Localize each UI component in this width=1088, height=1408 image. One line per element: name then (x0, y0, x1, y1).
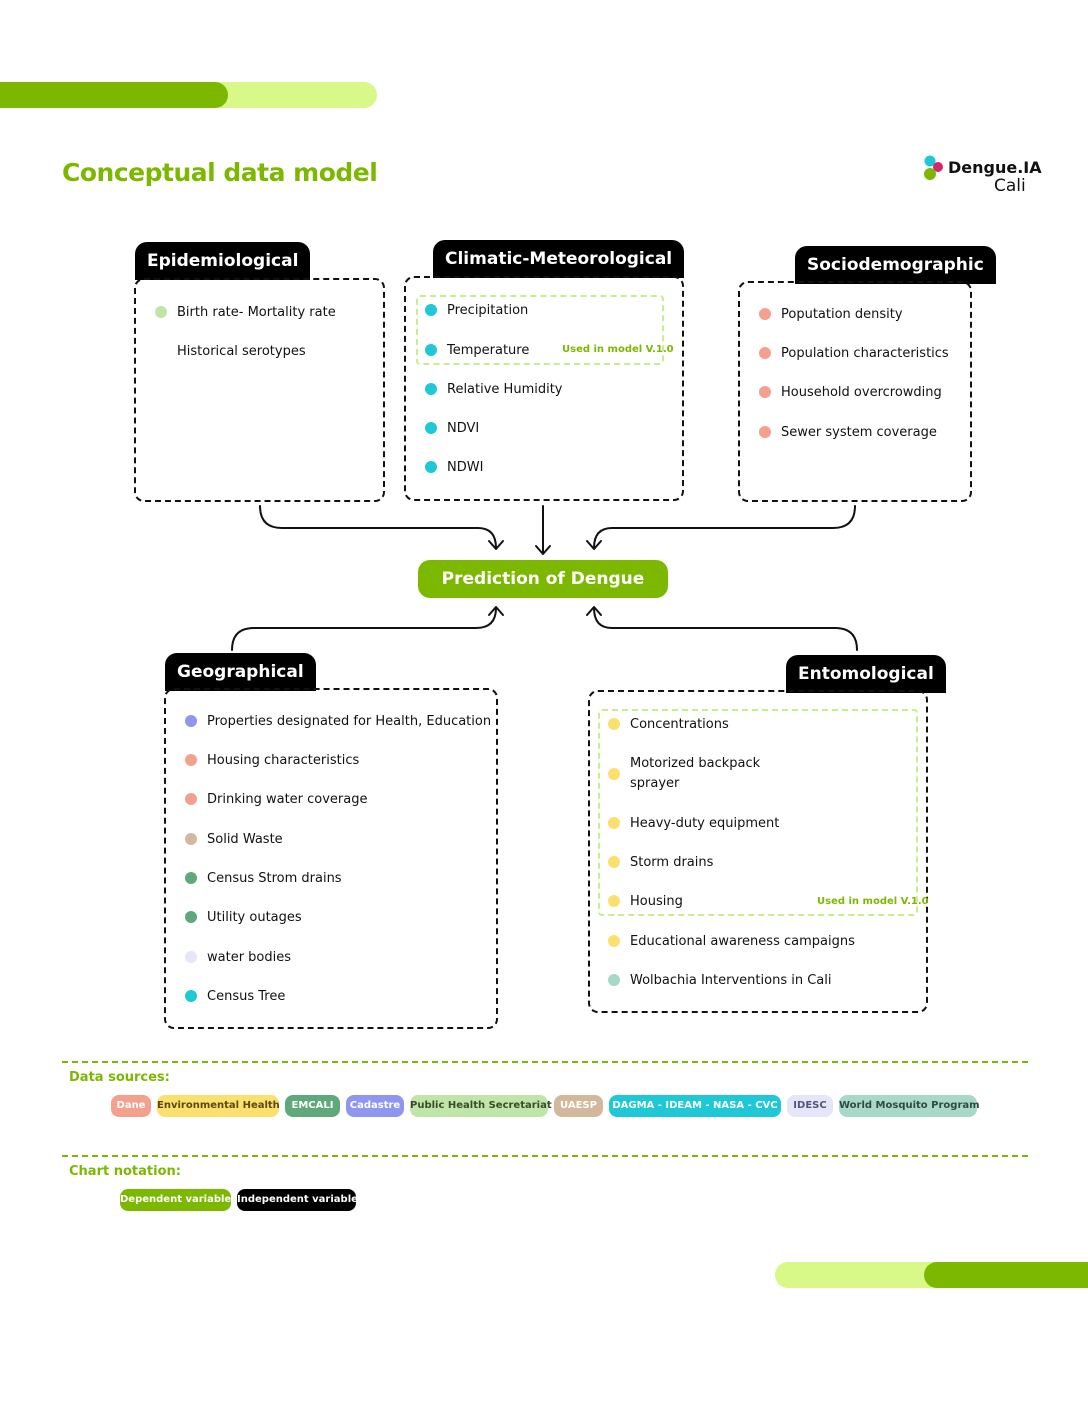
bullet-dot (425, 422, 437, 434)
source-badge-dane: Dane (111, 1095, 151, 1117)
list-item: Heavy-duty equipment (630, 816, 780, 831)
arrow-epidemiological (259, 505, 497, 549)
arrowhead-climatic (535, 545, 551, 555)
arrow-geographical (231, 607, 497, 651)
bullet-dot (759, 308, 771, 320)
bullet-dot (425, 304, 437, 316)
list-item: Properties designated for Health, Educat… (207, 714, 492, 729)
source-badge-environmental-health: Environmental Health (157, 1095, 280, 1117)
source-badge-cadastre: Cadastre (346, 1095, 404, 1117)
top-accent-bar-dark (0, 82, 228, 108)
bullet-dot (608, 817, 620, 829)
source-badge-uaesp: UAESP (554, 1095, 603, 1117)
list-item: Housing characteristics (207, 753, 360, 768)
bullet-dot (185, 715, 197, 727)
legend-independent-variable: Independent variable (237, 1189, 358, 1211)
list-item: NDWI (447, 460, 484, 475)
arrow-sociodemographic (593, 505, 856, 549)
bullet-dot (185, 990, 197, 1002)
bullet-dot (608, 856, 620, 868)
list-item: Temperature (447, 343, 530, 358)
list-item: sprayer (630, 776, 680, 791)
used-in-model-label: Used in model V.1.0 (817, 896, 929, 907)
category-tab-geographical: Geographical (165, 653, 316, 691)
list-item: Concentrations (630, 717, 729, 732)
list-item: Drinking water coverage (207, 792, 368, 807)
bullet-dot (759, 347, 771, 359)
logo-mark-icon (924, 155, 943, 180)
bullet-dot (608, 718, 620, 730)
data-sources-label: Data sources: (69, 1070, 170, 1085)
list-item: Wolbachia Interventions in Cali (630, 973, 832, 988)
category-box-climatic (404, 276, 684, 501)
list-item: Poputation density (781, 307, 903, 322)
arrowhead-entomological (586, 606, 602, 616)
chart-notation-label: Chart notation: (69, 1164, 181, 1179)
bottom-accent-bar-dark (924, 1262, 1088, 1288)
logo: Dengue.IA Cali (922, 155, 1042, 197)
bullet-dot (759, 426, 771, 438)
bullet-dot (425, 344, 437, 356)
legend-dependent-variable: Dependent variable (120, 1189, 231, 1211)
arrowhead-epidemiological (488, 540, 504, 550)
list-item: Birth rate- Mortality rate (177, 305, 336, 320)
bullet-dot (425, 383, 437, 395)
list-item: Population characteristics (781, 346, 949, 361)
list-item: Precipitation (447, 303, 529, 318)
bullet-dot (608, 935, 620, 947)
list-item: Household overcrowding (781, 385, 942, 400)
source-badge-world-mosquito-program: World Mosquito Program (839, 1095, 980, 1117)
used-in-model-box-climatic (416, 295, 664, 365)
source-badge-dagma-ideam-nasa-cvc: DAGMA - IDEAM - NASA - CVC (609, 1095, 781, 1117)
category-box-entomological (588, 690, 928, 1013)
list-item: Census Strom drains (207, 871, 342, 886)
list-item: Solid Waste (207, 832, 283, 847)
bullet-dot (425, 461, 437, 473)
bullet-dot (185, 754, 197, 766)
logo-subtext: Cali (994, 176, 1026, 196)
list-item: Educational awareness campaigns (630, 934, 855, 949)
list-item: Historical serotypes (177, 344, 306, 359)
arrowhead-geographical (488, 606, 504, 616)
list-item: Sewer system coverage (781, 425, 937, 440)
list-item: Census Tree (207, 989, 286, 1004)
bullet-dot (608, 974, 620, 986)
list-item: water bodies (207, 950, 292, 965)
bullet-dot (185, 793, 197, 805)
logo-text: Dengue.IA (948, 158, 1042, 177)
category-tab-epidemiological: Epidemiological (135, 242, 311, 280)
list-item: Utility outages (207, 910, 302, 925)
arrowhead-sociodemographic (586, 540, 602, 550)
category-box-epidemiological (134, 278, 385, 502)
category-tab-climatic: Climatic-Meteorological (433, 240, 685, 278)
list-item: Relative Humidity (447, 382, 563, 397)
bullet-dot (608, 768, 620, 780)
prediction-node: Prediction of Dengue Cases (418, 560, 668, 627)
used-in-model-label: Used in model V.1.0 (562, 344, 674, 355)
list-item: NDVI (447, 421, 480, 436)
bullet-dot (185, 872, 197, 884)
bullet-dot (608, 895, 620, 907)
source-badge-public-health-secretariat: Public Health Secretariat (410, 1095, 552, 1117)
list-item: Motorized backpack (630, 756, 761, 771)
bullet-dot (185, 911, 197, 923)
bullet-dot (185, 833, 197, 845)
category-box-geographical (164, 688, 498, 1029)
divider (62, 1155, 1028, 1157)
divider (62, 1061, 1028, 1063)
page-title: Conceptual data model (62, 158, 378, 187)
list-item: Storm drains (630, 855, 714, 870)
source-badge-idesc: IDESC (787, 1095, 833, 1117)
category-tab-sociodemographic: Sociodemographic (795, 246, 996, 284)
category-tab-entomological: Entomological (786, 655, 946, 693)
bullet-dot (155, 306, 167, 318)
source-badge-emcali: EMCALI (285, 1095, 340, 1117)
bullet-dot (759, 386, 771, 398)
bullet-dot (185, 951, 197, 963)
arrow-entomological (593, 607, 858, 651)
used-in-model-box-entomological (598, 709, 918, 916)
list-item: Housing (630, 894, 683, 909)
category-box-sociodemographic (738, 281, 972, 502)
